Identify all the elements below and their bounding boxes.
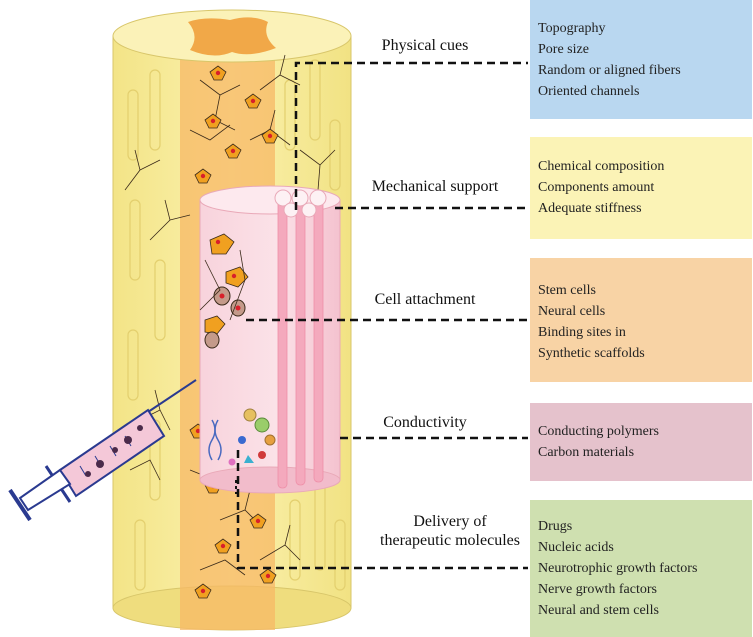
list-item: Stem cells	[538, 283, 596, 298]
list-item: Synthetic scaffolds	[538, 346, 645, 361]
list-item: Conducting polymers	[538, 424, 659, 439]
info-box-mechanical-support: Chemical composition Components amount A…	[530, 137, 752, 239]
leader-line-delivery	[236, 450, 528, 570]
list-item: Pore size	[538, 42, 589, 57]
list-item: Chemical composition	[538, 159, 665, 174]
list-item: Nerve growth factors	[538, 582, 657, 597]
category-label-mechanical-support: Mechanical support	[371, 178, 499, 195]
category-label-delivery-line-2: therapeutic molecules	[380, 532, 520, 549]
leader-lines	[236, 61, 528, 570]
category-label-physical-cues: Physical cues	[381, 37, 469, 54]
list-item: Carbon materials	[538, 445, 635, 460]
info-box-physical-cues: Topography Pore size Random or aligned f…	[530, 0, 752, 119]
list-item: Neural and stem cells	[538, 603, 659, 618]
list-item: Nucleic acids	[538, 540, 614, 555]
list-item: Neural cells	[538, 304, 606, 319]
leader-line-physical-cues	[294, 61, 528, 210]
info-box-conductivity: Conducting polymers Carbon materials	[530, 403, 752, 481]
syringe-icon	[8, 379, 197, 522]
category-label-delivery-line-1: Delivery of	[413, 513, 487, 530]
list-item: Random or aligned fibers	[538, 63, 681, 78]
list-item: Topography	[538, 21, 606, 36]
list-item: Adequate stiffness	[538, 201, 642, 216]
info-box-delivery: Drugs Nucleic acids Neurotrophic growth …	[530, 500, 752, 637]
info-box-cell-attachment: Stem cells Neural cells Binding sites in…	[530, 258, 752, 382]
list-item: Neurotrophic growth factors	[538, 561, 698, 576]
category-label-conductivity: Conductivity	[383, 414, 467, 431]
therapeutic-molecules	[208, 408, 276, 494]
category-label-delivery: Delivery of therapeutic molecules	[355, 512, 545, 550]
attached-cells	[199, 233, 249, 349]
list-item: Oriented channels	[538, 84, 640, 99]
category-label-cell-attachment: Cell attachment	[374, 291, 476, 308]
list-item: Drugs	[538, 519, 573, 534]
list-item: Components amount	[538, 180, 655, 195]
list-item: Binding sites in	[538, 325, 626, 340]
